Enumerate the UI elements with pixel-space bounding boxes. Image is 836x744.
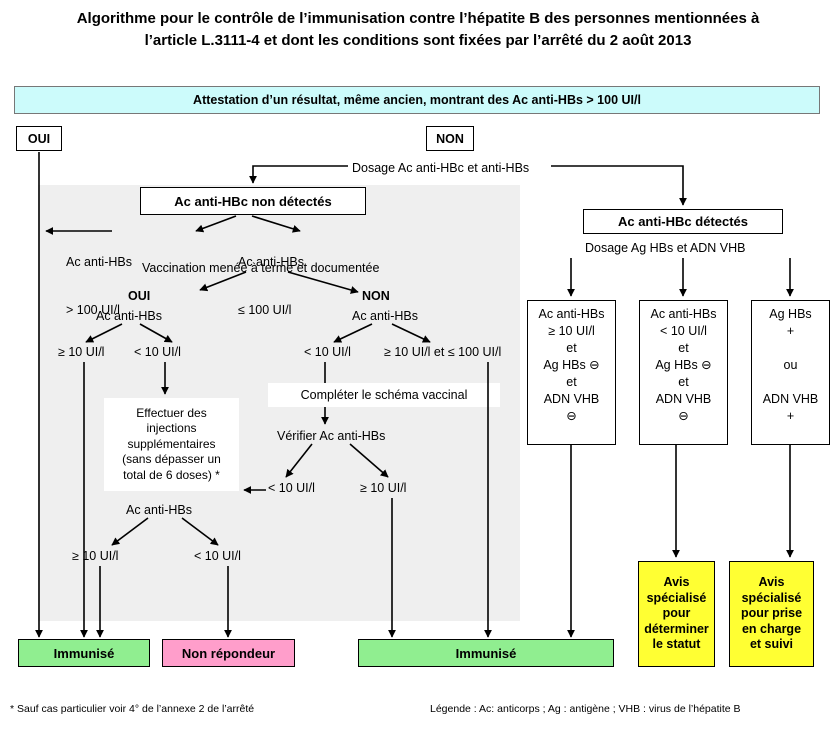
avis2-line-4: en charge xyxy=(741,621,802,636)
cond2-line-1: Ac anti-HBs xyxy=(650,307,717,321)
result-avis-determiner-statut: Avis spécialisé pour déterminer le statu… xyxy=(638,561,715,667)
box-completer-schema: Compléter le schéma vaccinal xyxy=(268,383,500,407)
decision-non-chip: NON xyxy=(426,126,474,151)
label-verifier-ac-hbs: Vérifier Ac anti-HBs xyxy=(277,429,386,443)
edge-dosage-to-hbc-non xyxy=(249,165,348,184)
avis1-line-1: Avis xyxy=(663,575,690,590)
cond2-line-2: < 10 UI/l xyxy=(660,324,707,338)
label-branch-non: NON xyxy=(362,289,390,303)
label-ac-hbs-non-branch: Ac anti-HBs xyxy=(352,309,418,323)
box-hbc-non-detectes: Ac anti-HBc non détectés xyxy=(140,187,366,215)
label-ac-hbs-le100: Ac anti-HBs ≤ 100 UI/l xyxy=(238,222,304,350)
decision-oui-chip: OUI xyxy=(16,126,62,151)
label-ge10-verif-right: ≥ 10 UI/l xyxy=(360,481,407,495)
result-immunise-left: Immunisé xyxy=(18,639,150,667)
effectuer-line-2: injections xyxy=(146,421,197,436)
page-title-line-2: l’article L.3111-4 et dont les condition… xyxy=(144,32,692,49)
cond1-line-1: Ac anti-HBs xyxy=(538,307,605,321)
label-ge10-oui-left: ≥ 10 UI/l xyxy=(58,345,105,359)
cond1-line-6: ADN VHB xyxy=(543,392,600,406)
label-dosage-hbc-hbs: Dosage Ac anti-HBc et anti-HBs xyxy=(352,161,530,175)
footnote-left: * Sauf cas particulier voir 4° de l’anne… xyxy=(10,703,255,715)
box-condition-ac-hbs-lt10: Ac anti-HBs < 10 UI/l et Ag HBs ⊖ et ADN… xyxy=(639,300,728,445)
attestation-banner: Attestation d’un résultat, même ancien, … xyxy=(14,86,820,114)
cond2-line-3: et xyxy=(678,341,689,355)
cond2-line-5: et xyxy=(678,375,689,389)
label-lt10-oui-right: < 10 UI/l xyxy=(134,345,181,359)
avis1-line-4: déterminer xyxy=(644,621,709,636)
result-non-repondeur: Non répondeur xyxy=(162,639,295,667)
box-condition-ac-hbs-ge10: Ac anti-HBs ≥ 10 UI/l et Ag HBs ⊖ et ADN… xyxy=(527,300,616,445)
effectuer-line-4: (sans dépasser un xyxy=(122,452,221,467)
cond3-line-2: + xyxy=(786,324,795,338)
avis2-line-3: pour prise xyxy=(740,606,803,621)
cond2-line-7: ⊖ xyxy=(678,409,689,423)
box-condition-ag-hbs-positive: Ag HBs + ou ADN VHB + xyxy=(751,300,830,445)
label-dosage-ag-adn: Dosage Ag HBs et ADN VHB xyxy=(585,241,746,255)
label-ac-hbs-oui-branch: Ac anti-HBs xyxy=(96,309,162,323)
label-lt10-non-left: < 10 UI/l xyxy=(304,345,351,359)
avis2-line-1: Avis xyxy=(758,575,785,590)
cond1-line-2: ≥ 10 UI/l xyxy=(548,324,595,338)
box-hbc-detectes: Ac anti-HBc détectés xyxy=(583,209,783,234)
edge-dosage-to-hbc-detectes xyxy=(551,165,687,206)
label-ac-hbs-gt100: Ac anti-HBs > 100 UI/l xyxy=(66,222,132,350)
cond1-line-7: ⊖ xyxy=(566,409,577,423)
result-immunise-middle: Immunisé xyxy=(358,639,614,667)
cond3-line-1: Ag HBs xyxy=(769,307,812,321)
label-vaccination-question: Vaccination menée à terme et documentée xyxy=(142,261,380,275)
cond1-line-5: et xyxy=(566,375,577,389)
label-ac-hbs-after-injections: Ac anti-HBs xyxy=(126,503,192,517)
label-ge10-final-left: ≥ 10 UI/l xyxy=(72,549,119,563)
label-lt10-verif-left: < 10 UI/l xyxy=(268,481,315,495)
page-title: Algorithme pour le contrôle de l’immunis… xyxy=(0,8,836,52)
avis1-line-2: spécialisé xyxy=(646,590,707,605)
label-ac-hbs-le100-line1: Ac anti-HBs xyxy=(238,255,304,269)
effectuer-line-5: total de 6 doses) * xyxy=(123,467,220,482)
cond3-line-4: ou xyxy=(783,358,798,372)
result-avis-prise-en-charge: Avis spécialisé pour prise en charge et … xyxy=(729,561,814,667)
label-ac-hbs-le100-line2: ≤ 100 UI/l xyxy=(238,303,292,317)
cond2-line-6: ADN VHB xyxy=(655,392,712,406)
page-title-line-1: Algorithme pour le contrôle de l’immunis… xyxy=(76,10,760,27)
avis1-line-3: pour xyxy=(662,606,691,621)
avis1-line-5: le statut xyxy=(652,637,701,652)
effectuer-line-1: Effectuer des xyxy=(136,405,207,420)
cond1-line-3: et xyxy=(566,341,577,355)
label-ac-hbs-gt100-line1: Ac anti-HBs xyxy=(66,255,132,269)
cond2-line-4: Ag HBs ⊖ xyxy=(655,358,712,372)
avis2-line-5: et suivi xyxy=(749,637,794,652)
cond3-line-7: + xyxy=(786,409,795,423)
label-branch-oui: OUI xyxy=(128,289,151,303)
footnote-right: Légende : Ac: anticorps ; Ag : antigène … xyxy=(430,703,741,715)
cond3-line-3 xyxy=(752,340,829,357)
avis2-line-2: spécialisé xyxy=(741,590,802,605)
cond3-line-6: ADN VHB xyxy=(762,392,819,406)
label-lt10-final-right: < 10 UI/l xyxy=(194,549,241,563)
label-ge10-le100-non-right: ≥ 10 UI/l et ≤ 100 UI/l xyxy=(384,345,502,359)
cond3-line-5 xyxy=(752,374,829,391)
effectuer-line-3: supplémentaires xyxy=(127,436,216,451)
label-ac-hbs-gt100-line2: > 100 UI/l xyxy=(66,303,120,317)
cond1-line-4: Ag HBs ⊖ xyxy=(543,358,600,372)
box-effectuer-injections: Effectuer des injections supplémentaires… xyxy=(104,398,239,491)
